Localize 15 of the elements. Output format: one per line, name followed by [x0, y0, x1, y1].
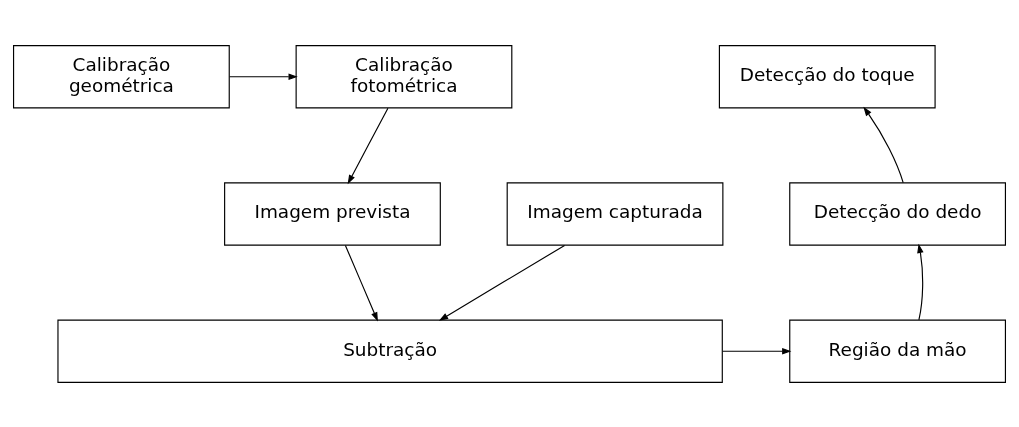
arrow — [863, 106, 904, 183]
node-box: Calibração geométrica — [13, 44, 230, 108]
arrow — [347, 107, 389, 184]
node-box: Subtração — [57, 319, 723, 383]
arrow — [229, 73, 298, 80]
node-box: Detecção do toque — [718, 44, 936, 108]
arrow — [438, 244, 566, 321]
node-box: Calibração fotométrica — [295, 44, 513, 108]
arrow — [917, 243, 924, 320]
node-box: Imagem prevista — [224, 181, 441, 246]
node-box: Detecção do dedo — [789, 181, 1006, 246]
arrow — [722, 347, 792, 354]
node-box: Região da mão — [789, 319, 1006, 383]
arrow — [344, 244, 378, 321]
node-box: Imagem capturada — [506, 181, 724, 246]
